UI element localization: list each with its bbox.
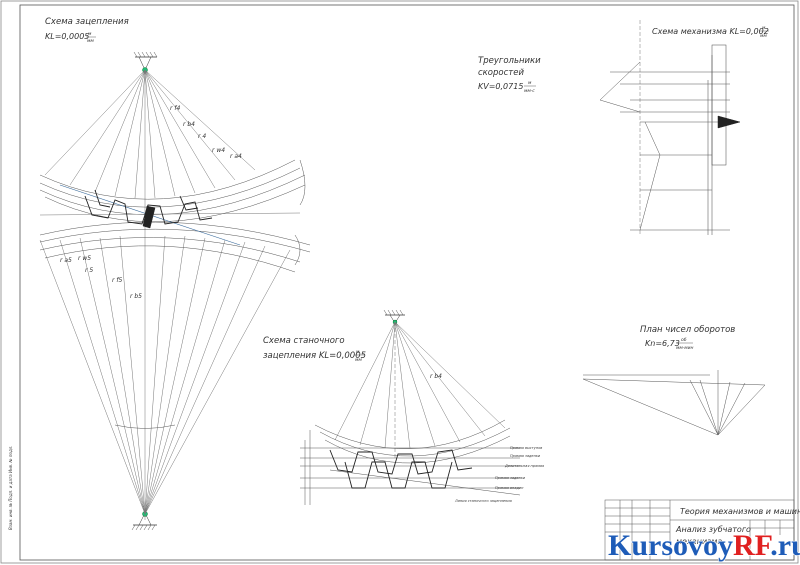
bottom-angle-arc — [114, 424, 176, 429]
watermark-part-2: RF — [733, 529, 772, 562]
label-rb5: r b5 — [130, 293, 142, 300]
velocity-title-1: Треугольники — [478, 56, 541, 66]
title-block-line-2: Анализ зубчатого — [675, 525, 751, 534]
mechanism-unit-den: мм — [760, 34, 767, 39]
sheet-inner-frame — [19, 4, 795, 561]
title-block-line-3: механизма — [676, 537, 722, 546]
mesh-scheme — [39, 51, 311, 531]
mesh-scale-unit-num: м — [88, 32, 92, 37]
machine-label-rb4: r b4 — [430, 373, 442, 380]
mesh-scale: KL=0,0005 — [45, 32, 89, 41]
mechanism-diagram — [599, 20, 741, 235]
title-block-line-1: Теория механизмов и машин — [680, 507, 800, 516]
watermark-logo: KursovoyRF.ru — [607, 528, 800, 562]
label-rb4: r b4 — [183, 121, 195, 128]
machine-unit-den: мм — [355, 358, 362, 363]
rpm-unit-num: об — [681, 337, 687, 343]
velocity-unit-den: мм·с — [524, 89, 535, 94]
bottom-ray-fan — [39, 235, 291, 515]
label-ra4: r a4 — [230, 153, 242, 160]
lower-wheel-arcs — [39, 221, 311, 273]
rpm-diagram — [582, 370, 766, 436]
rpm-unit-den: мм·мин — [676, 346, 694, 351]
label-ra5: r a5 — [60, 257, 72, 264]
machine-line-3: Делительная прямая — [504, 464, 544, 468]
machine-line-5: Прямая впадин — [495, 486, 524, 490]
velocity-scale: KV=0,0715 — [478, 82, 523, 91]
mesh-scale-unit-den: мм — [87, 39, 94, 44]
label-rf4: r f4 — [170, 105, 180, 112]
label-r4: r 4 — [198, 133, 206, 140]
watermark-part-3: .ru — [770, 529, 800, 562]
top-ray-fan — [44, 69, 256, 520]
machine-unit-num: м — [356, 350, 360, 355]
watermark-part-1: Kursovoy — [608, 529, 733, 562]
machine-line-4: Прямая заделки — [495, 476, 526, 480]
gear-teeth — [84, 189, 213, 225]
tangent-line — [39, 212, 301, 216]
machine-pivot-icon — [383, 309, 405, 325]
rpm-plan-title: План чисел оборотов — [640, 325, 735, 335]
label-rw4: r w4 — [212, 147, 225, 154]
label-r5: r 5 — [85, 267, 93, 274]
mechanism-unit-num: м — [762, 26, 766, 31]
machine-mesh-title-2: зацепления KL=0,0005 — [263, 351, 366, 361]
machine-line-1: Прямая выступов — [510, 446, 542, 450]
machine-line-6: Линия станочного зацепления — [454, 499, 512, 503]
svg-text:KursovoyRF.ru: KursovoyRF.ru — [608, 529, 800, 562]
angle-arc-upper — [299, 159, 306, 206]
machine-line-2: Прямая заделки — [510, 454, 541, 458]
title-block-grid — [604, 499, 795, 561]
label-rw5: r w5 — [78, 255, 91, 262]
angle-arc-lower — [294, 234, 301, 266]
machine-mesh-diagram — [300, 309, 521, 505]
mechanism-title: Схема механизма KL=0,002 — [652, 27, 769, 36]
side-stamp: Взам. инв. № Подп. и дата Инв. № подл. — [8, 445, 13, 530]
velocity-unit-num: м — [528, 81, 532, 86]
bottom-pivot-icon — [131, 511, 157, 531]
velocity-title-2: скоростей — [478, 68, 524, 78]
rpm-scale: Kn=6,73 — [645, 339, 680, 348]
contact-tooth — [142, 205, 156, 229]
upper-wheel-arcs — [39, 159, 306, 222]
label-rf5: r f5 — [112, 277, 122, 284]
mesh-scheme-title: Схема зацепления — [45, 17, 129, 27]
top-pivot-icon — [133, 51, 158, 73]
machine-mesh-title-1: Схема станочного — [263, 336, 345, 346]
